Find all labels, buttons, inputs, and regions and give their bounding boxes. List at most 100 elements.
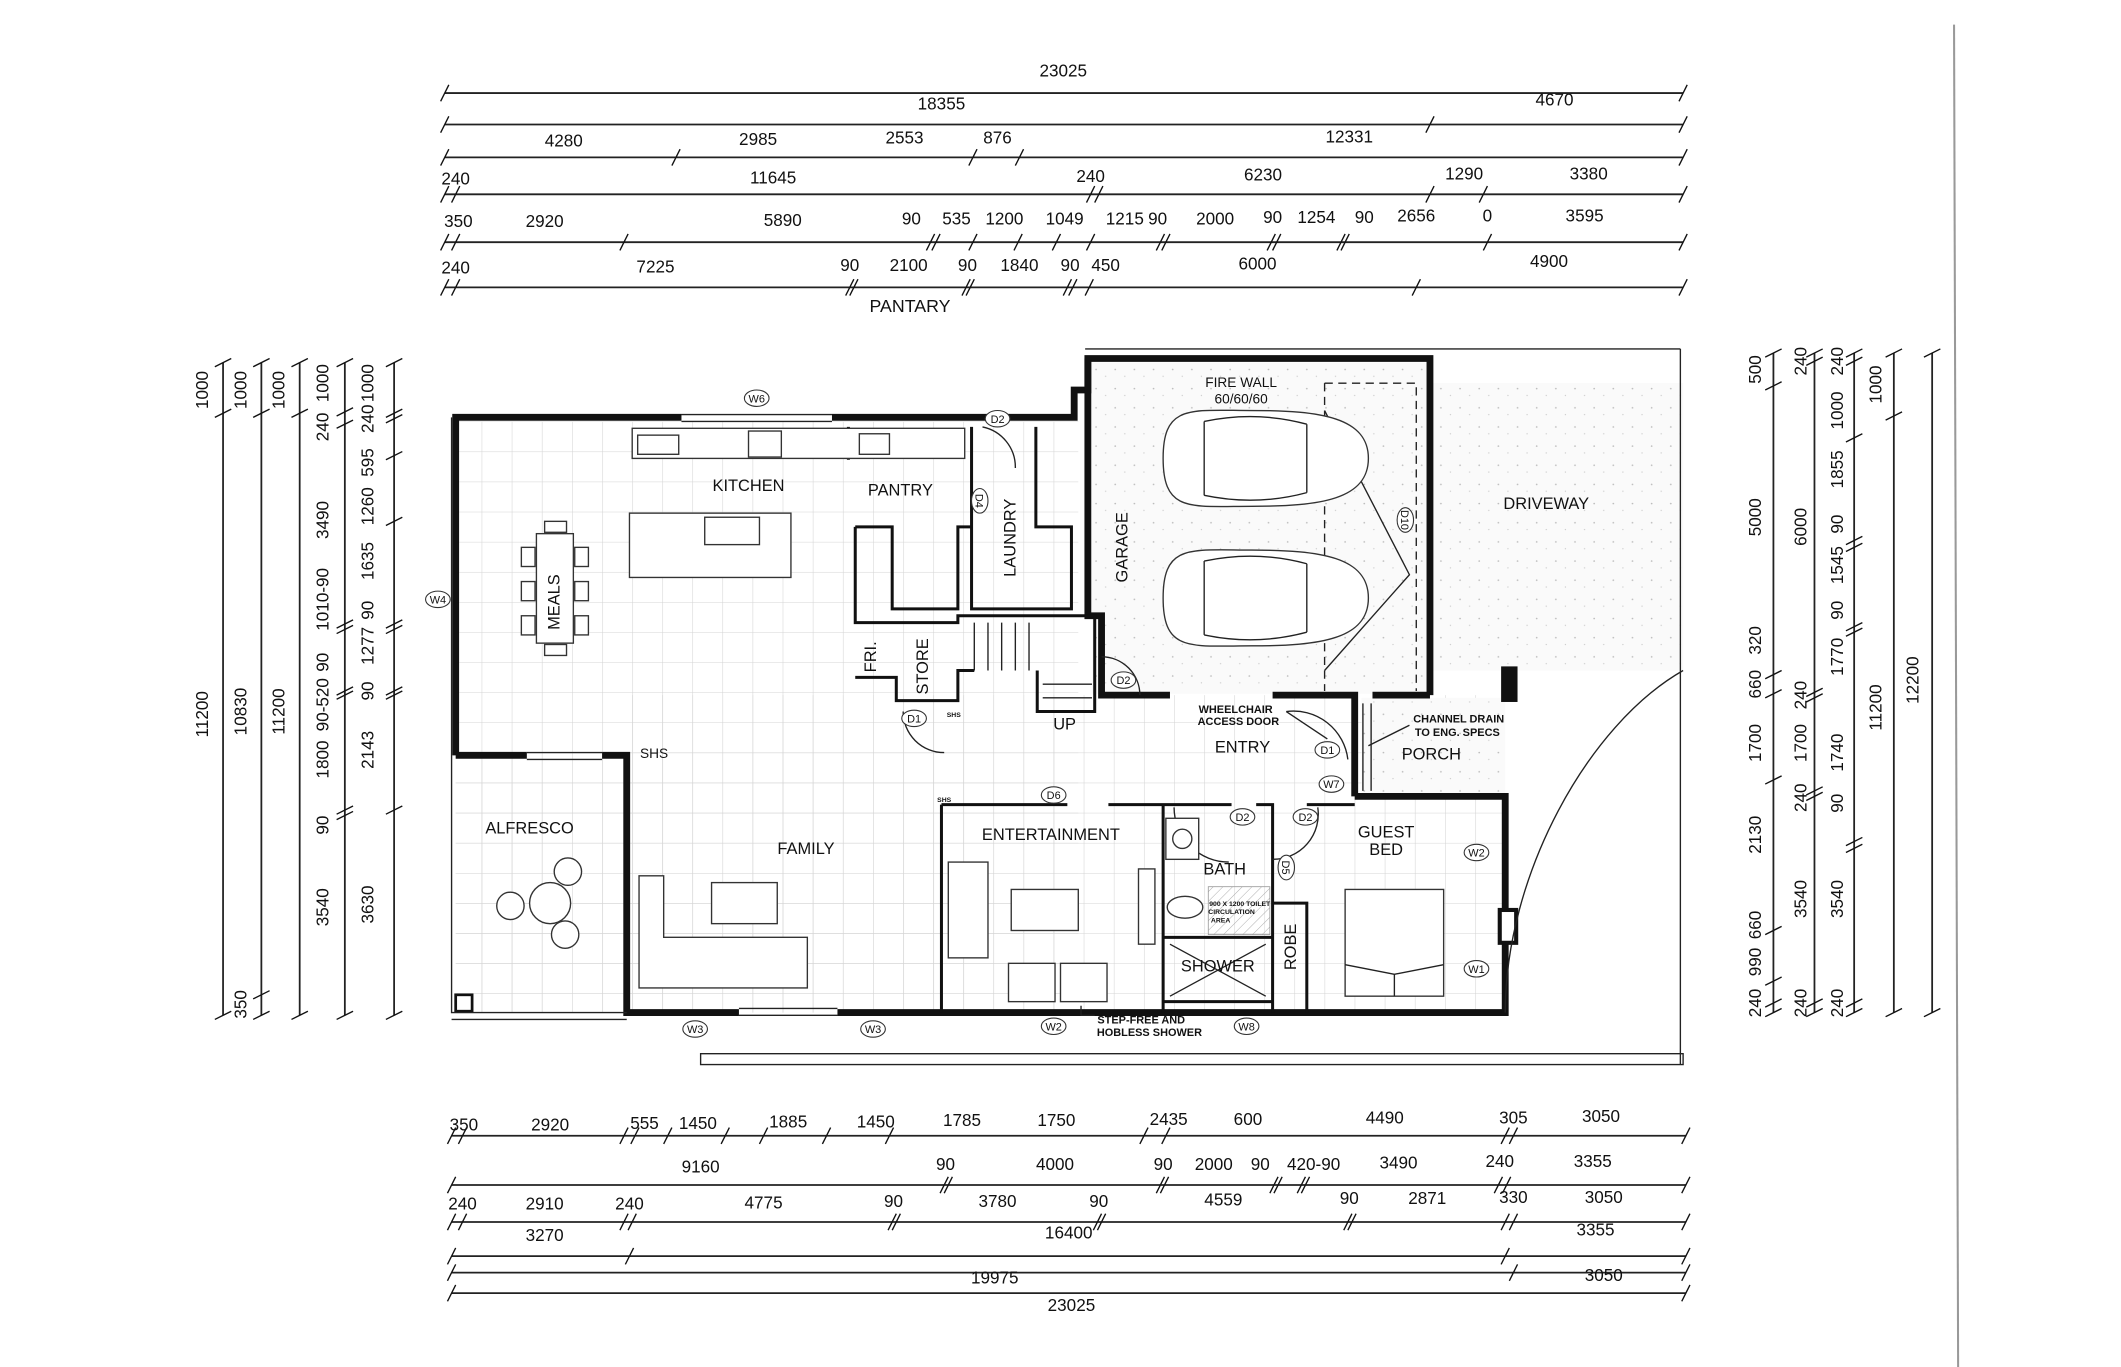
- dimension-label: 3355: [1574, 1152, 1612, 1171]
- dimension-tick: [1764, 669, 1782, 680]
- dimension-label: 2000: [1196, 209, 1234, 228]
- dimension-label: 2100: [890, 256, 928, 275]
- dimension-label: 11200: [270, 688, 289, 734]
- toilet-area-note-2: CIRCULATION: [1208, 909, 1255, 916]
- dimension-label: 4490: [1366, 1108, 1404, 1127]
- tag-label: D2: [991, 414, 1005, 426]
- dimension-tick: [446, 1284, 457, 1302]
- dimension-label: 16400: [1045, 1223, 1093, 1242]
- tag-label: W1: [1468, 964, 1484, 976]
- dimension-label: 90: [840, 256, 859, 275]
- dimension-tick: [1681, 1284, 1691, 1302]
- dimension-tick: [291, 408, 309, 418]
- dimension-tick: [385, 450, 403, 461]
- tag-d2: D2: [1110, 671, 1137, 689]
- dimension-label: 4670: [1535, 90, 1573, 109]
- dimension-label: 240: [1828, 347, 1847, 376]
- dimension-tick: [336, 686, 354, 696]
- car-icon: [1162, 409, 1370, 508]
- dimension-tick: [1139, 1127, 1149, 1145]
- dimension-tick: [1805, 687, 1823, 698]
- tag-d2: D2: [984, 409, 1011, 428]
- tag-label: D2: [1236, 812, 1250, 824]
- dimension-label: 1800: [313, 740, 332, 778]
- dimension-label: 90: [1828, 601, 1847, 620]
- dimension-label: 3490: [1379, 1154, 1417, 1173]
- dimension-tick: [891, 1213, 902, 1231]
- dimension-tick: [1845, 356, 1863, 366]
- wheelchair-note-line2: ACCESS DOOR: [1198, 716, 1280, 728]
- dimension-label: 3050: [1585, 1188, 1623, 1207]
- tag-label: W3: [687, 1024, 703, 1036]
- dimension-tick: [1805, 998, 1823, 1008]
- dimension-label: 240: [1791, 989, 1810, 1018]
- dimension-label: 1700: [1791, 724, 1810, 762]
- dimension-label: 3630: [359, 885, 378, 923]
- dimension-tick: [385, 357, 403, 368]
- shs-note: SHS: [937, 797, 951, 804]
- dimension-label: 240: [615, 1195, 644, 1214]
- dimension-label: 90: [313, 653, 332, 672]
- tag-label: D5: [1279, 861, 1291, 875]
- dimension-tick: [1271, 233, 1282, 251]
- dimension-tick: [440, 116, 450, 134]
- dimension-tick: [1678, 185, 1688, 203]
- dimension-tick: [385, 516, 403, 527]
- dimension-label: 11645: [750, 168, 796, 187]
- dimension-tick: [619, 233, 629, 251]
- dimension-tick: [1159, 1176, 1170, 1194]
- room-label-porch: PORCH: [1402, 745, 1461, 763]
- dimension-tick: [1296, 1176, 1307, 1194]
- tag-d10: D10: [1396, 507, 1415, 533]
- room-label-bath: BATH: [1203, 860, 1246, 878]
- dimension-tick: [1678, 148, 1688, 166]
- dimension-label: 4900: [1530, 252, 1568, 271]
- dimension-label: 90: [1263, 208, 1282, 227]
- dimension-label: 1000: [231, 371, 250, 409]
- dimension-tick: [1155, 233, 1166, 251]
- dimension-label: 1885: [769, 1113, 807, 1132]
- dimension-label: 3380: [1570, 164, 1608, 183]
- dimension-label: 1200: [985, 209, 1023, 228]
- dimension-tick: [1425, 116, 1435, 134]
- dimension-tick: [1161, 1127, 1171, 1145]
- dimension-label: 10830: [231, 688, 250, 736]
- tag-w8: W8: [1233, 1017, 1260, 1036]
- dimension-tick: [1500, 1213, 1510, 1231]
- page-border-line: [1953, 24, 1960, 1367]
- dimension-tick: [1764, 689, 1782, 699]
- toilet-area-note-1: 900 X 1200 TOILET: [1209, 901, 1271, 908]
- dimension-label: 240: [1791, 681, 1810, 710]
- dimension-tick: [1923, 348, 1941, 358]
- dimension-tick: [884, 1127, 895, 1145]
- dimension-label: 5000: [1746, 498, 1765, 536]
- dimension-label: 3050: [1585, 1266, 1623, 1285]
- fire-wall-rating: 60/60/60: [1215, 392, 1269, 407]
- dimension-tick: [440, 185, 450, 203]
- dimension-tick: [1678, 233, 1688, 251]
- dimension-tick: [457, 1213, 468, 1231]
- dimension-label: 2553: [885, 129, 923, 148]
- dimension-label: 240: [1828, 989, 1847, 1018]
- dimension-tick: [385, 805, 403, 815]
- dimension-label: 240: [359, 404, 378, 433]
- dimension-tick: [1482, 233, 1493, 251]
- dimension-label: 240: [1485, 1152, 1514, 1171]
- dimension-tick: [1764, 998, 1782, 1008]
- dimension-tick: [450, 233, 461, 251]
- dimension-label: 90: [1154, 1155, 1173, 1174]
- dimension-label: 2985: [739, 130, 777, 149]
- tag-w2: W2: [1463, 843, 1490, 862]
- dimension-label: 6000: [1791, 508, 1810, 546]
- dimension-tick: [845, 278, 855, 296]
- dimension-tick: [440, 278, 450, 296]
- dimension-label: 350: [444, 212, 473, 231]
- dimension-label: 1740: [1828, 734, 1847, 772]
- dimension-tick: [887, 1213, 897, 1231]
- dimension-label: 1215: [1106, 209, 1144, 228]
- dimension-label: 1049: [1046, 209, 1084, 228]
- tag-label: D1: [1320, 745, 1334, 757]
- dimension-tick: [624, 1247, 635, 1265]
- dimension-label: 2920: [531, 1115, 569, 1134]
- dimension-tick: [1678, 116, 1688, 134]
